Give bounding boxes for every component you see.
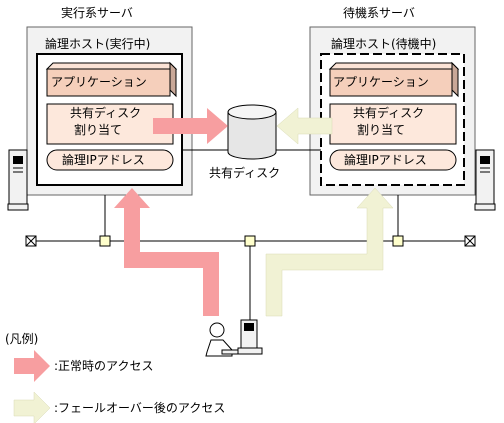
active-ip-address-pill <box>46 149 174 171</box>
active-ip-address-label: 論理IPアドレス <box>62 153 145 167</box>
active-disk-assign-line1: 共有ディスク <box>70 106 142 120</box>
active-disk-access-arrow <box>153 108 228 144</box>
standby-application-box <box>328 61 460 98</box>
legend-failover-access-label: :フェールオーバー後のアクセス <box>54 401 226 415</box>
active-server-title: 実行系サーバ <box>61 6 133 20</box>
normal-access-path-arrow <box>114 188 219 316</box>
right-terminator-icon <box>464 235 476 247</box>
standby-disk-assign-line2: 割り当て <box>357 123 406 137</box>
right-server-tower-icon <box>474 149 496 211</box>
standby-application-label: アプリケーション <box>333 75 429 89</box>
active-disk-assign-line2: 割り当て <box>74 123 123 137</box>
shared-disk-label: 共有ディスク <box>209 166 281 180</box>
client-computer-icon <box>237 319 263 355</box>
active-application-label: アプリケーション <box>51 75 147 89</box>
standby-disk-assign-box <box>329 103 457 145</box>
failover-access-path-arrow <box>265 187 394 317</box>
legend-failover-arrow <box>13 391 51 423</box>
left-server-tower-icon <box>7 149 29 211</box>
legend-normal-access-label: :正常時のアクセス <box>54 359 154 373</box>
legend-title: (凡例) <box>5 332 39 346</box>
standby-logical-host-title: 論理ホスト(待機中) <box>331 37 437 51</box>
client-user-icon <box>205 322 241 357</box>
standby-ip-address-pill <box>329 149 457 171</box>
standby-connector-icon <box>392 235 404 247</box>
standby-ip-address-label: 論理IPアドレス <box>344 153 427 167</box>
standby-server-title: 待機系サーバ <box>343 6 415 20</box>
standby-disk-assign-line1: 共有ディスク <box>353 106 425 120</box>
active-logical-host-title: 論理ホスト(実行中) <box>45 37 151 51</box>
legend-normal-arrow <box>14 350 50 382</box>
shared-disk-icon <box>227 104 277 160</box>
active-connector-icon <box>99 235 111 247</box>
center-connector-icon <box>244 235 256 247</box>
active-application-box <box>45 61 178 98</box>
left-terminator-icon <box>25 235 37 247</box>
standby-disk-access-arrow <box>276 107 333 145</box>
